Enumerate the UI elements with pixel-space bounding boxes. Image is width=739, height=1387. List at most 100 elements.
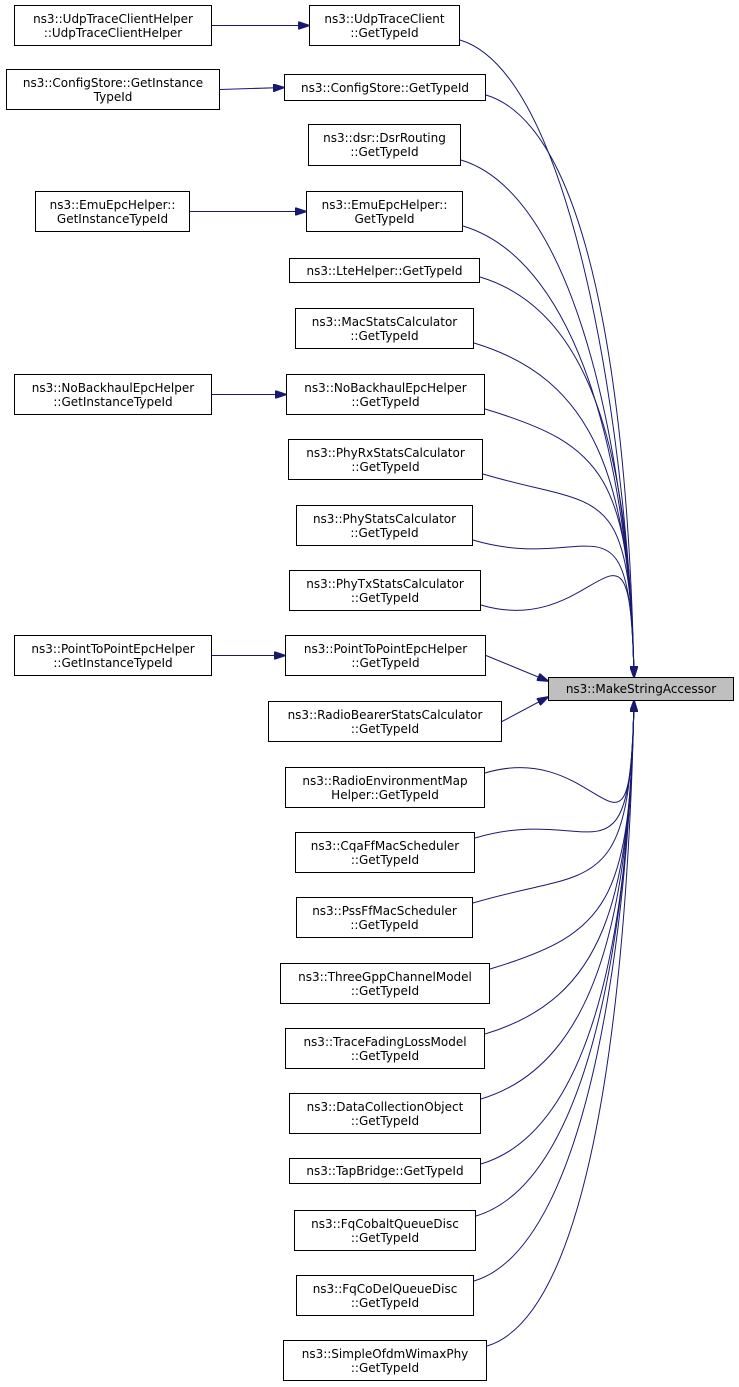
caller-node-macstats[interactable]: ns3::MacStatsCalculator::GetTypeId bbox=[295, 308, 474, 349]
edge-tracefading-to-target bbox=[484, 701, 634, 1035]
caller-node-fqcodel[interactable]: ns3::FqCoDelQueueDisc::GetTypeId bbox=[296, 1275, 474, 1316]
caller-node-pss-label-line: ns3::PssFfMacScheduler bbox=[312, 903, 457, 918]
caller-node-datacollection[interactable]: ns3::DataCollectionObject::GetTypeId bbox=[289, 1093, 481, 1134]
caller-node-macstats-label-line: ns3::MacStatsCalculator bbox=[311, 314, 458, 329]
caller-node-radiobearer-label-line: ns3::RadioBearerStatsCalculator bbox=[287, 707, 483, 722]
caller-node-nobackhaul-label-line: ns3::NoBackhaulEpcHelper bbox=[304, 380, 467, 395]
caller-node-tracefading-label-line: ::GetTypeId bbox=[350, 1048, 420, 1063]
caller-node-phystats[interactable]: ns3::PhyStatsCalculator::GetTypeId bbox=[296, 505, 473, 546]
caller-node-emuepc-label-line: ns3::EmuEpcHelper:: bbox=[321, 197, 448, 212]
caller-node-tracefading-label-line: ns3::TraceFadingLossModel bbox=[303, 1034, 467, 1049]
caller-node-threegpp-label-line: ns3::ThreeGppChannelModel bbox=[298, 969, 472, 984]
parent-node-emuepc[interactable]: ns3::EmuEpcHelper::GetInstanceTypeId bbox=[35, 191, 190, 232]
caller-node-threegpp-label-line: ::GetTypeId bbox=[350, 983, 420, 998]
caller-node-lte-label-line: ns3::LteHelper::GetTypeId bbox=[306, 263, 463, 278]
parent-node-p2pepc[interactable]: ns3::PointToPointEpcHelper::GetInstanceT… bbox=[14, 635, 212, 676]
caller-node-tapbridge[interactable]: ns3::TapBridge::GetTypeId bbox=[289, 1158, 481, 1184]
caller-node-phystats-label-line: ::GetTypeId bbox=[350, 525, 419, 540]
edge-p2pepc-to-target bbox=[485, 655, 548, 682]
edge-emuepc-to-target bbox=[462, 225, 634, 677]
caller-node-datacollection-label-line: ::GetTypeId bbox=[350, 1113, 420, 1128]
edge-lte-to-target bbox=[479, 276, 634, 677]
edge-phyrx-to-target bbox=[482, 473, 634, 677]
caller-node-phyrx[interactable]: ns3::PhyRxStatsCalculator::GetTypeId bbox=[288, 439, 483, 480]
edge-dsr-to-target bbox=[460, 159, 634, 677]
caller-node-p2pepc-label-line: ns3::PointToPointEpcHelper bbox=[303, 641, 468, 656]
parent-node-p2pepc-label-line: ::GetInstanceTypeId bbox=[53, 655, 173, 670]
edge-simpleofdm-to-target bbox=[486, 701, 634, 1347]
parent-node-nobackhaul-label-line: ::GetInstanceTypeId bbox=[53, 394, 173, 409]
caller-node-udptrace[interactable]: ns3::UdpTraceClient::GetTypeId bbox=[309, 5, 460, 46]
parent-node-nobackhaul-label-line: ns3::NoBackhaulEpcHelper bbox=[31, 380, 195, 395]
caller-node-cqa[interactable]: ns3::CqaFfMacScheduler::GetTypeId bbox=[295, 832, 475, 873]
edge-pss-to-target bbox=[472, 701, 634, 904]
edge-radiobearer-to-target bbox=[501, 697, 548, 722]
caller-node-rem-label-line: ns3::RadioEnvironmentMap bbox=[302, 773, 468, 788]
caller-node-simpleofdm-label-line: ::GetTypeId bbox=[350, 1360, 420, 1375]
caller-node-nobackhaul[interactable]: ns3::NoBackhaulEpcHelper::GetTypeId bbox=[286, 374, 485, 415]
edge-phytx-to-target bbox=[480, 575, 634, 677]
caller-node-emuepc-label-line: GetTypeId bbox=[354, 211, 415, 226]
parent-node-configstore-label-line: TypeId bbox=[93, 89, 133, 104]
caller-node-phytx[interactable]: ns3::PhyTxStatsCalculator::GetTypeId bbox=[289, 570, 481, 611]
caller-node-phyrx-label-line: ::GetTypeId bbox=[351, 459, 420, 474]
caller-node-fqcobalt-label-line: ns3::FqCobaltQueueDisc bbox=[311, 1216, 459, 1231]
caller-node-cqa-label-line: ns3::CqaFfMacScheduler bbox=[310, 838, 460, 853]
caller-node-udptrace-label-line: ::GetTypeId bbox=[350, 25, 419, 40]
edge-configstore-to-target bbox=[485, 94, 634, 677]
caller-node-threegpp[interactable]: ns3::ThreeGppChannelModel::GetTypeId bbox=[280, 963, 490, 1004]
parent-node-emuepc-label-line: ns3::EmuEpcHelper:: bbox=[49, 197, 176, 212]
caller-node-lte[interactable]: ns3::LteHelper::GetTypeId bbox=[289, 258, 480, 283]
caller-node-dsr[interactable]: ns3::dsr::DsrRouting::GetTypeId bbox=[308, 124, 461, 166]
caller-node-pss[interactable]: ns3::PssFfMacScheduler::GetTypeId bbox=[296, 897, 473, 938]
caller-node-tapbridge-label-line: ns3::TapBridge::GetTypeId bbox=[306, 1164, 464, 1178]
caller-node-datacollection-label-line: ns3::DataCollectionObject bbox=[306, 1099, 464, 1114]
caller-node-emuepc[interactable]: ns3::EmuEpcHelper::GetTypeId bbox=[306, 191, 463, 232]
edge-parent-configstore bbox=[219, 88, 284, 90]
caller-node-radiobearer-label-line: ::GetTypeId bbox=[350, 721, 420, 736]
edge-fqcodel-to-target bbox=[473, 701, 634, 1282]
caller-node-fqcobalt[interactable]: ns3::FqCobaltQueueDisc::GetTypeId bbox=[294, 1210, 476, 1251]
caller-node-phyrx-label-line: ns3::PhyRxStatsCalculator bbox=[306, 445, 465, 460]
caller-node-cqa-label-line: ::GetTypeId bbox=[350, 852, 420, 867]
target-node: ns3::MakeStringAccessor bbox=[548, 677, 734, 701]
caller-node-simpleofdm[interactable]: ns3::SimpleOfdmWimaxPhy::GetTypeId bbox=[283, 1340, 487, 1381]
caller-node-radiobearer[interactable]: ns3::RadioBearerStatsCalculator::GetType… bbox=[268, 701, 502, 742]
caller-node-phystats-label-line: ns3::PhyStatsCalculator bbox=[312, 511, 457, 526]
caller-node-fqcodel-label-line: ::GetTypeId bbox=[350, 1295, 420, 1310]
parent-node-nobackhaul[interactable]: ns3::NoBackhaulEpcHelper::GetInstanceTyp… bbox=[14, 374, 212, 415]
caller-node-p2pepc-label-line: ::GetTypeId bbox=[351, 655, 420, 670]
edge-macstats-to-target bbox=[473, 342, 634, 677]
parent-node-p2pepc-label-line: ns3::PointToPointEpcHelper bbox=[31, 641, 195, 656]
caller-node-dsr-label-line: ::GetTypeId bbox=[350, 145, 419, 159]
edge-tapbridge-to-target bbox=[480, 701, 634, 1165]
caller-node-nobackhaul-label-line: ::GetTypeId bbox=[351, 394, 420, 409]
caller-node-macstats-label-line: ::GetTypeId bbox=[350, 328, 419, 343]
caller-node-pss-label-line: ::GetTypeId bbox=[350, 917, 419, 932]
caller-node-p2pepc[interactable]: ns3::PointToPointEpcHelper::GetTypeId bbox=[285, 635, 486, 676]
caller-node-configstore[interactable]: ns3::ConfigStore::GetTypeId bbox=[284, 74, 486, 101]
edge-udptrace-to-target bbox=[459, 39, 634, 677]
caller-node-tracefading[interactable]: ns3::TraceFadingLossModel::GetTypeId bbox=[285, 1028, 485, 1069]
caller-node-udptrace-label-line: ns3::UdpTraceClient bbox=[324, 11, 445, 26]
caller-node-phytx-label-line: ns3::PhyTxStatsCalculator bbox=[306, 576, 464, 591]
edge-fqcobalt-to-target bbox=[475, 701, 634, 1217]
parent-node-configstore-label-line: ns3::ConfigStore::GetInstance bbox=[22, 75, 204, 90]
caller-node-fqcodel-label-line: ns3::FqCoDelQueueDisc bbox=[312, 1281, 458, 1296]
parent-node-udptrace-label-line: ns3::UdpTraceClientHelper bbox=[33, 11, 193, 26]
caller-node-dsr-label-line: ns3::dsr::DsrRouting bbox=[323, 131, 446, 145]
parent-node-udptrace[interactable]: ns3::UdpTraceClientHelper::UdpTraceClien… bbox=[14, 5, 212, 46]
caller-node-rem-label-line: Helper::GetTypeId bbox=[331, 787, 439, 802]
target-node-label-line: ns3::MakeStringAccessor bbox=[565, 682, 717, 696]
caller-node-configstore-label-line: ns3::ConfigStore::GetTypeId bbox=[301, 80, 469, 95]
edge-threegpp-to-target bbox=[489, 701, 634, 970]
edge-rem-to-target bbox=[484, 701, 634, 803]
caller-node-simpleofdm-label-line: ns3::SimpleOfdmWimaxPhy bbox=[301, 1346, 469, 1361]
caller-node-phytx-label-line: ::GetTypeId bbox=[350, 590, 420, 605]
parent-node-emuepc-label-line: GetInstanceTypeId bbox=[56, 211, 169, 226]
parent-node-udptrace-label-line: ::UdpTraceClientHelper bbox=[43, 25, 183, 40]
